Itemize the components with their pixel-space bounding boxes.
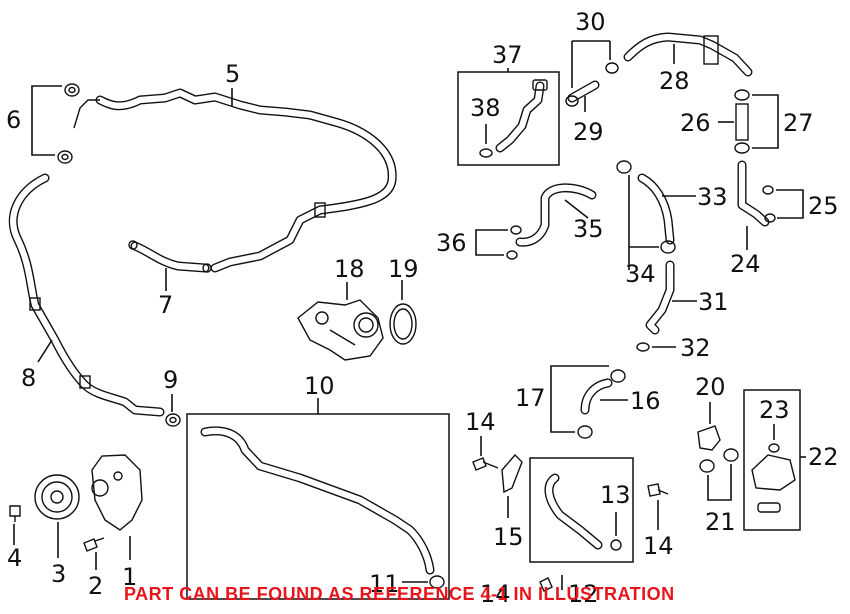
part-24-pipe (737, 160, 770, 227)
callout-12: 12 (568, 580, 599, 608)
callout-14-right: 14 (643, 532, 674, 560)
callout-16: 16 (630, 387, 661, 415)
part-34-clamps (616, 160, 676, 254)
part-37-pipe (495, 79, 548, 153)
callout-18: 18 (334, 255, 365, 283)
part-4-bolt (9, 505, 21, 522)
callout-24: 24 (730, 250, 761, 278)
callout-13: 13 (600, 481, 631, 509)
box-12 (529, 457, 634, 563)
box-22 (743, 389, 801, 531)
leader-lines (13, 40, 806, 590)
part-3-pulley (34, 474, 80, 520)
callout-9: 9 (163, 366, 178, 394)
callout-32: 32 (680, 334, 711, 362)
callout-30: 30 (575, 8, 606, 36)
part-15-bracket (501, 453, 523, 494)
callout-labels: 5 6 7 8 9 10 18 19 37 38 30 29 28 26 27 … (6, 8, 839, 608)
part-36-washers (506, 225, 522, 260)
callout-27: 27 (783, 109, 814, 137)
part-17-clamps (577, 369, 626, 439)
part-10-pipe (200, 426, 435, 575)
part-25-washers (762, 185, 776, 223)
part-28-pipe (623, 32, 753, 77)
part-14-bolts (472, 457, 669, 592)
part-2-bolt (83, 537, 105, 552)
callout-20: 20 (695, 373, 726, 401)
callout-25: 25 (808, 192, 839, 220)
callout-36: 36 (436, 229, 467, 257)
part-18-thermostat (297, 299, 384, 361)
part-21-clamps (699, 448, 739, 473)
part-29-hose (565, 80, 600, 107)
part-13-washer (610, 539, 622, 551)
callout-34: 34 (625, 260, 656, 288)
part-23-washer (768, 443, 780, 453)
callout-7: 7 (158, 291, 173, 319)
callout-21: 21 (705, 508, 736, 536)
reference-banner: PART CAN BE FOUND AS REFERENCE 4-1 IN IL… (124, 584, 675, 604)
part-16-hose (580, 378, 613, 415)
part-8-hose (8, 173, 165, 417)
part-20-elbow (697, 425, 721, 451)
part-22-flange (751, 454, 796, 513)
callout-15: 15 (493, 523, 524, 551)
part-6-clamps (57, 83, 80, 164)
callout-14-bottom: 14 (480, 580, 511, 608)
callout-3: 3 (51, 560, 66, 588)
callout-17: 17 (515, 384, 546, 412)
callout-38: 38 (470, 94, 501, 122)
callout-11: 11 (369, 570, 400, 598)
callout-19: 19 (388, 255, 419, 283)
callout-23: 23 (759, 396, 790, 424)
callout-4: 4 (7, 544, 22, 572)
callout-22: 22 (808, 443, 839, 471)
part-27-clamps (734, 89, 750, 154)
callout-14-left: 14 (465, 408, 496, 436)
part-7-hose (128, 240, 212, 273)
part-38-washer (479, 148, 493, 158)
callout-28: 28 (659, 67, 690, 95)
callout-37: 37 (492, 41, 523, 69)
part-9-clamp (165, 413, 181, 427)
callout-31: 31 (698, 288, 729, 316)
part-12-hose (544, 473, 603, 550)
part-30-clamp (605, 62, 619, 74)
callout-35: 35 (573, 215, 604, 243)
part-19-oring (389, 303, 417, 345)
part-5-hose (73, 88, 397, 273)
part-11-clamp (429, 575, 445, 589)
part-33-hose (637, 173, 675, 245)
callout-5: 5 (225, 60, 240, 88)
callout-2: 2 (88, 572, 103, 600)
callout-26: 26 (680, 109, 711, 137)
callout-6: 6 (6, 106, 21, 134)
part-35-hose (515, 183, 597, 247)
callout-29: 29 (573, 118, 604, 146)
part-26-tube (735, 103, 749, 141)
part-32-washer (636, 342, 650, 352)
part-1-pump (91, 454, 143, 531)
callout-10: 10 (304, 372, 335, 400)
part-31-pipe (645, 260, 675, 335)
box-10 (186, 413, 450, 600)
callout-33: 33 (697, 183, 728, 211)
callout-8: 8 (21, 364, 36, 392)
callout-1: 1 (122, 563, 137, 591)
